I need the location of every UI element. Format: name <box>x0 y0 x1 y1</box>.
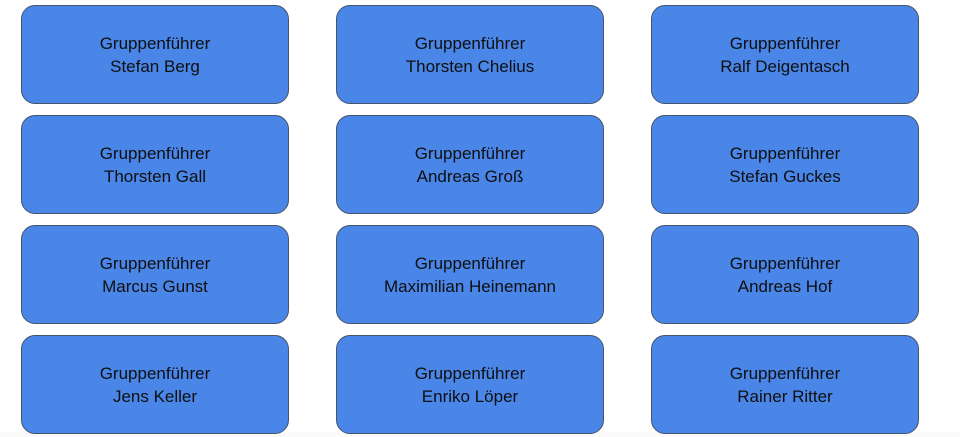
card-name: Maximilian Heinemann <box>384 276 556 296</box>
member-card: Gruppenführer Stefan Guckes <box>651 115 919 214</box>
member-card-grid: Gruppenführer Stefan Berg Gruppenführer … <box>21 5 919 434</box>
card-role: Gruppenführer <box>414 33 526 53</box>
card-name: Jens Keller <box>112 386 198 406</box>
member-card: Gruppenführer Enriko Löper <box>336 335 604 434</box>
card-role: Gruppenführer <box>414 143 526 163</box>
bottom-strip <box>0 432 960 437</box>
card-role: Gruppenführer <box>729 363 841 383</box>
member-card: Gruppenführer Marcus Gunst <box>21 225 289 324</box>
card-role: Gruppenführer <box>99 143 211 163</box>
card-name: Stefan Berg <box>110 56 200 76</box>
card-name: Enriko Löper <box>421 386 519 406</box>
card-name: Stefan Guckes <box>729 166 841 186</box>
card-role: Gruppenführer <box>414 253 526 273</box>
card-role: Gruppenführer <box>729 33 841 53</box>
card-name: Marcus Gunst <box>102 276 208 296</box>
card-role: Gruppenführer <box>729 143 841 163</box>
card-name: Thorsten Gall <box>103 166 207 186</box>
card-role: Gruppenführer <box>99 33 211 53</box>
member-card: Gruppenführer Ralf Deigentasch <box>651 5 919 104</box>
card-role: Gruppenführer <box>99 253 211 273</box>
card-role: Gruppenführer <box>414 363 526 383</box>
member-card: Gruppenführer Rainer Ritter <box>651 335 919 434</box>
card-role: Gruppenführer <box>99 363 211 383</box>
card-name: Thorsten Chelius <box>405 56 535 76</box>
card-role: Gruppenführer <box>729 253 841 273</box>
member-card: Gruppenführer Stefan Berg <box>21 5 289 104</box>
card-name: Andreas Hof <box>737 276 833 296</box>
card-name: Rainer Ritter <box>737 386 833 406</box>
member-card: Gruppenführer Jens Keller <box>21 335 289 434</box>
member-card: Gruppenführer Andreas Groß <box>336 115 604 214</box>
member-card: Gruppenführer Thorsten Chelius <box>336 5 604 104</box>
card-name: Andreas Groß <box>416 166 524 186</box>
member-card: Gruppenführer Maximilian Heinemann <box>336 225 604 324</box>
card-name: Ralf Deigentasch <box>720 56 850 76</box>
member-card: Gruppenführer Thorsten Gall <box>21 115 289 214</box>
member-card: Gruppenführer Andreas Hof <box>651 225 919 324</box>
